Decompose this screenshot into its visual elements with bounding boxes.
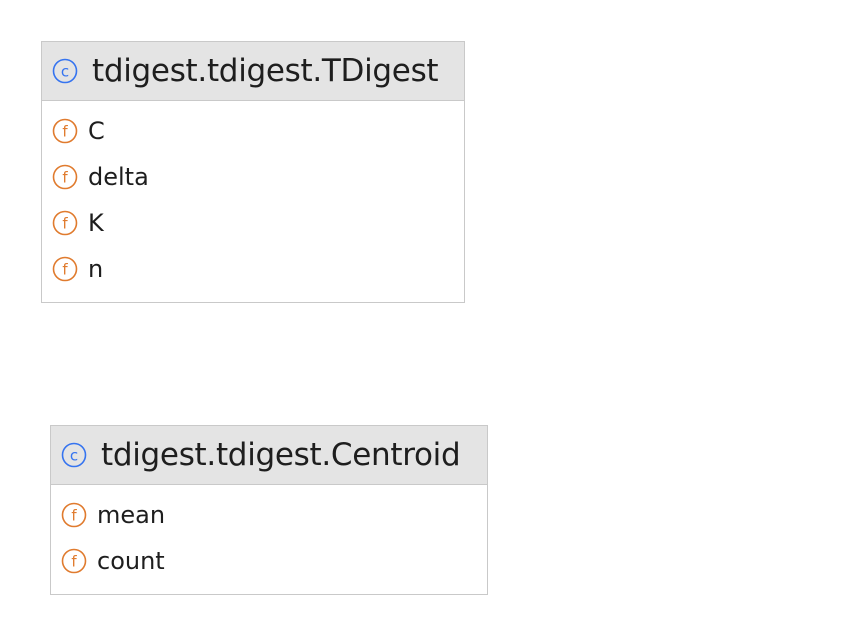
field-row[interactable]: f delta [42,161,464,207]
field-icon: f [52,164,78,190]
svg-text:c: c [70,447,78,465]
field-name: K [88,209,104,237]
field-icon: f [52,256,78,282]
field-icon: f [52,210,78,236]
field-icon: f [61,502,87,528]
field-name: delta [88,163,149,191]
field-name: n [88,255,104,283]
svg-text:f: f [62,215,68,233]
class-icon: c [52,58,78,84]
field-row[interactable]: f K [42,207,464,253]
class-title: tdigest.tdigest.Centroid [101,437,461,473]
svg-text:f: f [62,123,68,141]
class-box-centroid[interactable]: c tdigest.tdigest.Centroid f mean f coun… [50,425,488,595]
class-header: c tdigest.tdigest.Centroid [51,426,487,485]
class-icon: c [61,442,87,468]
field-row[interactable]: f mean [51,499,487,545]
class-title: tdigest.tdigest.TDigest [92,53,439,89]
field-icon: f [52,118,78,144]
svg-text:f: f [71,553,77,571]
class-box-tdigest[interactable]: c tdigest.tdigest.TDigest f C f delta f … [41,41,465,303]
field-list: f mean f count [51,485,487,591]
field-row[interactable]: f n [42,253,464,299]
field-icon: f [61,548,87,574]
field-name: count [97,547,165,575]
field-name: mean [97,501,166,529]
field-name: C [88,117,105,145]
svg-text:f: f [62,169,68,187]
field-row[interactable]: f C [42,115,464,161]
class-header: c tdigest.tdigest.TDigest [42,42,464,101]
svg-text:f: f [62,261,68,279]
svg-text:c: c [61,63,69,81]
field-row[interactable]: f count [51,545,487,591]
field-list: f C f delta f K f n [42,101,464,299]
svg-text:f: f [71,507,77,525]
